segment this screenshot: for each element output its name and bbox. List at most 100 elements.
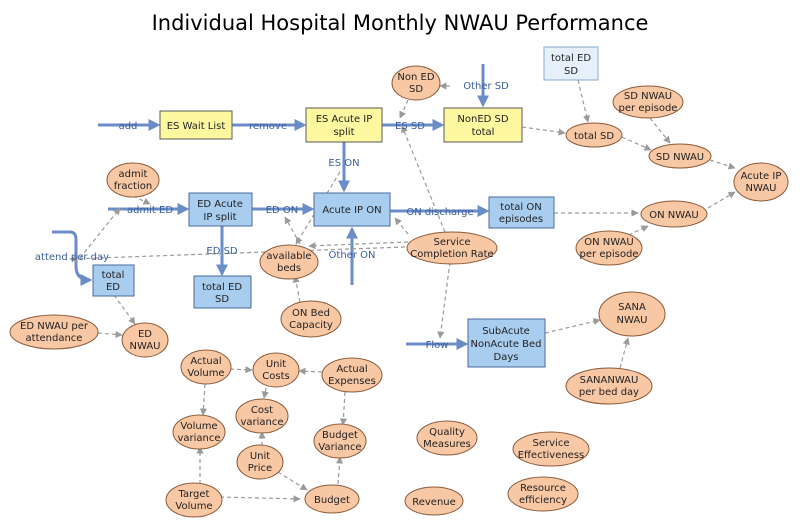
aux-sana-nwau-per-bed-day[interactable]: SANANWAU per bed day bbox=[565, 367, 653, 405]
aux-on-nwau[interactable]: ON NWAU bbox=[640, 200, 708, 228]
links bbox=[69, 79, 736, 503]
stock-label: SD bbox=[215, 294, 229, 305]
aux-sd-nwau-per-episode[interactable]: SD NWAU per episode bbox=[612, 85, 684, 119]
flow-label-other-on: Other ON bbox=[329, 250, 376, 261]
aux-sd-nwau[interactable]: SD NWAU bbox=[648, 143, 712, 169]
flow-label-ed-on: ED ON bbox=[266, 205, 299, 216]
link bbox=[399, 99, 409, 119]
aux-available-beds[interactable]: available beds bbox=[259, 244, 319, 280]
link bbox=[707, 191, 736, 209]
aux-quality-measures[interactable]: Quality Measures bbox=[416, 420, 478, 456]
flow-label-admit-ed: admit ED bbox=[127, 205, 173, 216]
link bbox=[621, 136, 652, 151]
stock-label: ED bbox=[106, 282, 120, 293]
aux-label: NWAU bbox=[617, 315, 648, 326]
stock-acute-ip-on[interactable]: Acute IP ON bbox=[313, 192, 391, 227]
stock-label: SubAcute bbox=[482, 326, 530, 337]
stock-total-ed[interactable]: total ED bbox=[92, 264, 135, 297]
aux-actual-volume[interactable]: Actual Volume bbox=[180, 349, 232, 385]
aux-label: Revenue bbox=[412, 497, 456, 508]
aux-unit-costs[interactable]: Unit Costs bbox=[252, 352, 300, 388]
link bbox=[219, 495, 301, 503]
link bbox=[199, 383, 208, 416]
aux-label: Service bbox=[434, 237, 471, 248]
aux-total-sd[interactable]: total SD bbox=[565, 122, 623, 148]
attend-per-day-flow-pipe bbox=[52, 230, 93, 286]
stock-subacute-nonacute-bed-days[interactable]: SubAcute NonAcute Bed Days bbox=[467, 318, 546, 368]
aux-label: variance bbox=[177, 433, 220, 444]
link bbox=[298, 367, 323, 375]
aux-cost-variance[interactable]: Cost variance bbox=[235, 398, 289, 434]
aux-label: Measures bbox=[423, 439, 471, 450]
aux-label: SD NWAU bbox=[624, 91, 672, 102]
link bbox=[619, 337, 630, 369]
stock-nonED-sd-total[interactable]: NonED SD total bbox=[443, 107, 523, 143]
aux-unit-price[interactable]: Unit Price bbox=[236, 444, 284, 480]
aux-revenue[interactable]: Revenue bbox=[404, 486, 464, 516]
aux-label: attendance bbox=[26, 333, 83, 344]
stock-es-wait-list[interactable]: ES Wait List bbox=[159, 110, 233, 140]
aux-label: Target bbox=[178, 489, 210, 500]
stock-es-acute-ip-split[interactable]: ES Acute IP split bbox=[305, 107, 383, 143]
stock-label: NonAcute Bed bbox=[470, 339, 541, 350]
stock-label: ES Wait List bbox=[167, 121, 226, 132]
stock-total-on-episodes[interactable]: total ON episodes bbox=[488, 196, 555, 229]
aux-label: Budget bbox=[314, 495, 350, 506]
aux-label: Cost bbox=[251, 405, 273, 416]
aux-admit-fraction[interactable]: admit fraction bbox=[106, 162, 160, 198]
stock-label: split bbox=[333, 127, 354, 138]
aux-label: Budget bbox=[322, 430, 358, 441]
aux-ed-nwau[interactable]: ED NWAU bbox=[121, 322, 169, 358]
aux-acute-ip-nwau[interactable]: Acute IP NWAU bbox=[733, 162, 789, 202]
aux-label: Acute IP bbox=[741, 171, 782, 182]
aux-label: variance bbox=[240, 417, 283, 428]
aux-actual-expenses[interactable]: Actual Expenses bbox=[321, 357, 383, 393]
stock-label: total bbox=[472, 127, 495, 138]
aux-label: Effectiveness bbox=[518, 450, 585, 461]
aux-label: available bbox=[266, 251, 311, 262]
aux-label: per episode bbox=[619, 103, 678, 114]
stock-total-ed-sd-top[interactable]: total ED SD bbox=[543, 46, 599, 81]
flow-label-add: add bbox=[119, 121, 138, 132]
stock-total-ed-sd[interactable]: total ED SD bbox=[193, 275, 252, 309]
aux-label: Non ED bbox=[397, 72, 434, 83]
link bbox=[335, 456, 344, 485]
aux-label: SANANWAU bbox=[580, 375, 639, 386]
aux-resource-efficiency[interactable]: Resource efficiency bbox=[507, 476, 579, 512]
aux-budget[interactable]: Budget bbox=[304, 484, 360, 514]
link bbox=[79, 207, 121, 259]
aux-label: Volume bbox=[180, 421, 217, 432]
aux-on-bed-capacity[interactable]: ON Bed Capacity bbox=[280, 300, 342, 338]
aux-label: efficiency bbox=[519, 495, 567, 506]
aux-label: beds bbox=[277, 263, 301, 274]
aux-label: per episode bbox=[580, 249, 639, 260]
aux-ed-nwau-per-attendance[interactable]: ED NWAU per attendance bbox=[9, 314, 99, 350]
stock-label: total bbox=[102, 270, 125, 281]
stock-ed-acute-ip-split[interactable]: ED Acute IP split bbox=[188, 192, 253, 227]
aux-label: Costs bbox=[262, 371, 289, 382]
aux-budget-variance[interactable]: Budget Variance bbox=[313, 423, 367, 459]
link bbox=[308, 241, 409, 250]
aux-non-ed-sd[interactable]: Non ED SD bbox=[391, 65, 441, 101]
stock-label: episodes bbox=[499, 214, 543, 225]
aux-service-effectiveness[interactable]: Service Effectiveness bbox=[512, 431, 590, 467]
link bbox=[261, 387, 269, 399]
aux-service-completion-rate[interactable]: Service Completion Rate bbox=[406, 231, 498, 265]
aux-label: ED NWAU per bbox=[20, 321, 89, 332]
aux-on-nwau-per-episode[interactable]: ON NWAU per episode bbox=[575, 230, 643, 266]
aux-target-volume[interactable]: Target Volume bbox=[165, 482, 223, 518]
stock-label: Days bbox=[494, 352, 519, 363]
stock-label: ED Acute bbox=[197, 199, 243, 210]
aux-label: Volume bbox=[187, 368, 224, 379]
link bbox=[292, 275, 301, 303]
aux-label: Capacity bbox=[289, 320, 333, 331]
aux-label: Unit bbox=[266, 359, 286, 370]
aux-volume-variance[interactable]: Volume variance bbox=[172, 414, 226, 450]
aux-label: Resource bbox=[520, 483, 566, 494]
flow-label-remove: remove bbox=[249, 121, 287, 132]
aux-sana-nwau[interactable]: SANA NWAU bbox=[598, 291, 666, 337]
aux-label: ED bbox=[138, 329, 152, 340]
stock-label: total ON bbox=[500, 202, 541, 213]
aux-label: NWAU bbox=[130, 341, 161, 352]
